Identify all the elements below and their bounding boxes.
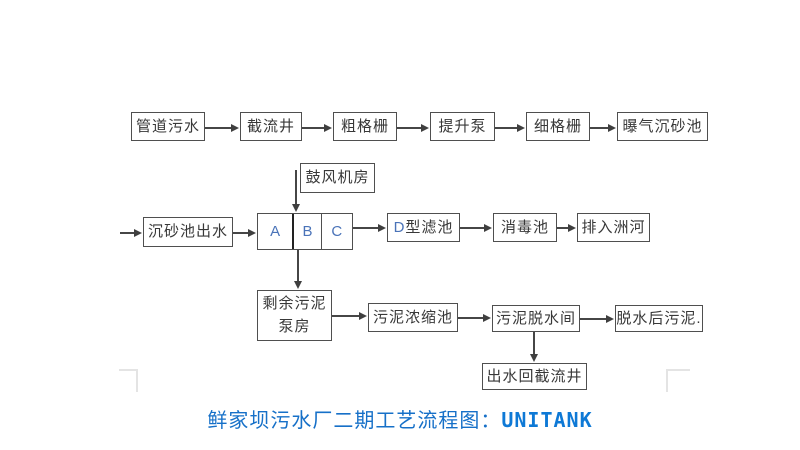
flow-arrowhead xyxy=(606,315,614,323)
node-aerated-grit-chamber: 曝气沉砂池 xyxy=(617,112,708,141)
node-excess-sludge-pump-room: 剩余污泥 泵房 xyxy=(257,290,332,341)
caption-chinese-text: 鲜家坝污水厂二期工艺流程图： xyxy=(207,408,502,432)
flow-arrowhead xyxy=(421,124,429,132)
flow-arrow-line xyxy=(397,127,422,129)
flow-arrowhead xyxy=(248,229,256,237)
node-intercepting-well: 截流井 xyxy=(240,112,302,141)
unitank-cell-b: B xyxy=(292,214,320,249)
corner-mark-segment xyxy=(136,369,138,392)
flow-arrowhead xyxy=(294,281,302,289)
flow-arrowhead xyxy=(530,354,538,362)
flow-arrow-line xyxy=(353,227,379,229)
flow-arrow-line xyxy=(297,250,299,282)
node-label-part: D xyxy=(393,218,406,236)
flow-arrow-line xyxy=(458,317,484,319)
flow-arrowhead xyxy=(517,124,525,132)
node-grit-chamber-effluent: 沉砂池出水 xyxy=(143,217,233,247)
node-effluent-return-well: 出水回截流井 xyxy=(482,363,587,390)
unitank-cell-c: C xyxy=(320,214,352,249)
corner-mark-segment xyxy=(119,369,138,371)
flow-arrow-line xyxy=(580,318,607,320)
flow-arrow-line xyxy=(533,332,535,355)
node-sludge-thickening-tank: 污泥浓缩池 xyxy=(368,303,458,332)
flow-arrowhead xyxy=(292,204,300,212)
flow-arrow-line xyxy=(460,227,485,229)
flow-arrow-line xyxy=(302,127,325,129)
flow-arrow-line xyxy=(332,315,360,317)
flow-arrowhead xyxy=(568,224,576,232)
node-fine-screen: 细格栅 xyxy=(526,112,590,141)
flow-arrow-line xyxy=(295,170,297,205)
flow-arrowhead xyxy=(359,312,367,320)
node-label-part: 型滤池 xyxy=(405,218,454,236)
unitank-cell-a: A xyxy=(270,222,281,240)
flow-arrowhead xyxy=(378,224,386,232)
flow-arrowhead xyxy=(483,314,491,322)
diagram-caption: 鲜家坝污水厂二期工艺流程图：UNITANK xyxy=(0,404,800,438)
flow-arrowhead xyxy=(608,124,616,132)
flow-arrow-line xyxy=(590,127,609,129)
flow-arrowhead xyxy=(484,224,492,232)
flow-arrowhead xyxy=(134,229,142,237)
flow-arrow-line xyxy=(233,232,249,234)
flow-arrow-line xyxy=(495,127,518,129)
node-disinfection-tank: 消毒池 xyxy=(493,213,557,242)
node-lift-pump: 提升泵 xyxy=(430,112,495,141)
flow-arrowhead xyxy=(324,124,332,132)
caption-unitank-text: UNITANK xyxy=(501,408,593,432)
node-blower-room: 鼓风机房 xyxy=(300,163,375,193)
node-dewatered-sludge: 脱水后污泥. xyxy=(615,305,703,332)
flow-arrow-line xyxy=(557,227,569,229)
node-sludge-dewatering-room: 污泥脱水间 xyxy=(492,305,580,332)
node-pipeline-sewage: 管道污水 xyxy=(131,112,205,141)
corner-mark-segment xyxy=(666,369,690,371)
flow-arrowhead xyxy=(231,124,239,132)
flow-arrow-line xyxy=(120,232,135,234)
flow-arrow-line xyxy=(205,127,232,129)
node-coarse-screen: 粗格栅 xyxy=(333,112,397,141)
corner-mark-segment xyxy=(666,369,668,392)
node-river-discharge: 排入洲河 xyxy=(577,213,650,242)
